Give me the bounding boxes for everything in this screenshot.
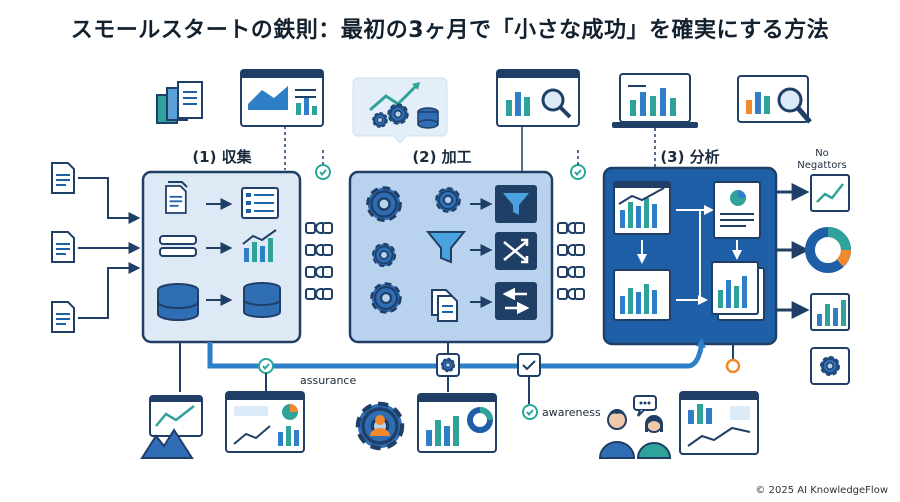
- connectors-2-3: [557, 222, 585, 300]
- output-arrows: [776, 183, 810, 319]
- bottom-mountain-card: [140, 395, 203, 459]
- page-title: スモールスタートの鉄則：最初の3ヶ月で「小さな成功」を確実にする方法: [70, 18, 830, 43]
- assurance-label: assurance: [300, 374, 356, 387]
- connectors-1-2: [305, 222, 333, 300]
- stage-process-box: [348, 170, 554, 344]
- stage-analyze-box: [602, 166, 778, 346]
- top-dashboard-card: [240, 69, 324, 127]
- stage-label-collect: (1) 収集: [192, 148, 252, 166]
- awareness-label: awareness: [542, 406, 601, 419]
- input-documents: [51, 162, 141, 333]
- stage-label-process: (2) 加工: [412, 148, 471, 166]
- top-gear-growth-card: [352, 77, 448, 144]
- top-stacked-docs: [156, 81, 203, 124]
- bottom-right-card: [679, 391, 759, 455]
- top-magnifier-chart-card: [496, 69, 580, 127]
- stage-label-analyze: (3) 分析: [660, 148, 719, 166]
- top-right-search-card: [737, 75, 812, 124]
- bottom-dashboard-card: [225, 391, 305, 453]
- output-donut-chart: [805, 227, 851, 273]
- bottom-chart-card: [417, 393, 497, 453]
- no-negattors-line1: No: [815, 148, 829, 159]
- top-laptop-chart: [612, 73, 698, 128]
- output-line-chart: [810, 174, 850, 212]
- output-gear: [810, 347, 850, 385]
- bottom-gear-person: [358, 404, 402, 448]
- stage-collect-box: [141, 170, 302, 344]
- bottom-pipeline: [179, 338, 741, 420]
- bottom-people: [598, 395, 672, 459]
- no-negattors-line2: Negattors: [797, 160, 846, 171]
- copyright-footer: © 2025 AI KnowledgeFlow: [755, 485, 888, 496]
- output-bar-chart: [810, 293, 850, 331]
